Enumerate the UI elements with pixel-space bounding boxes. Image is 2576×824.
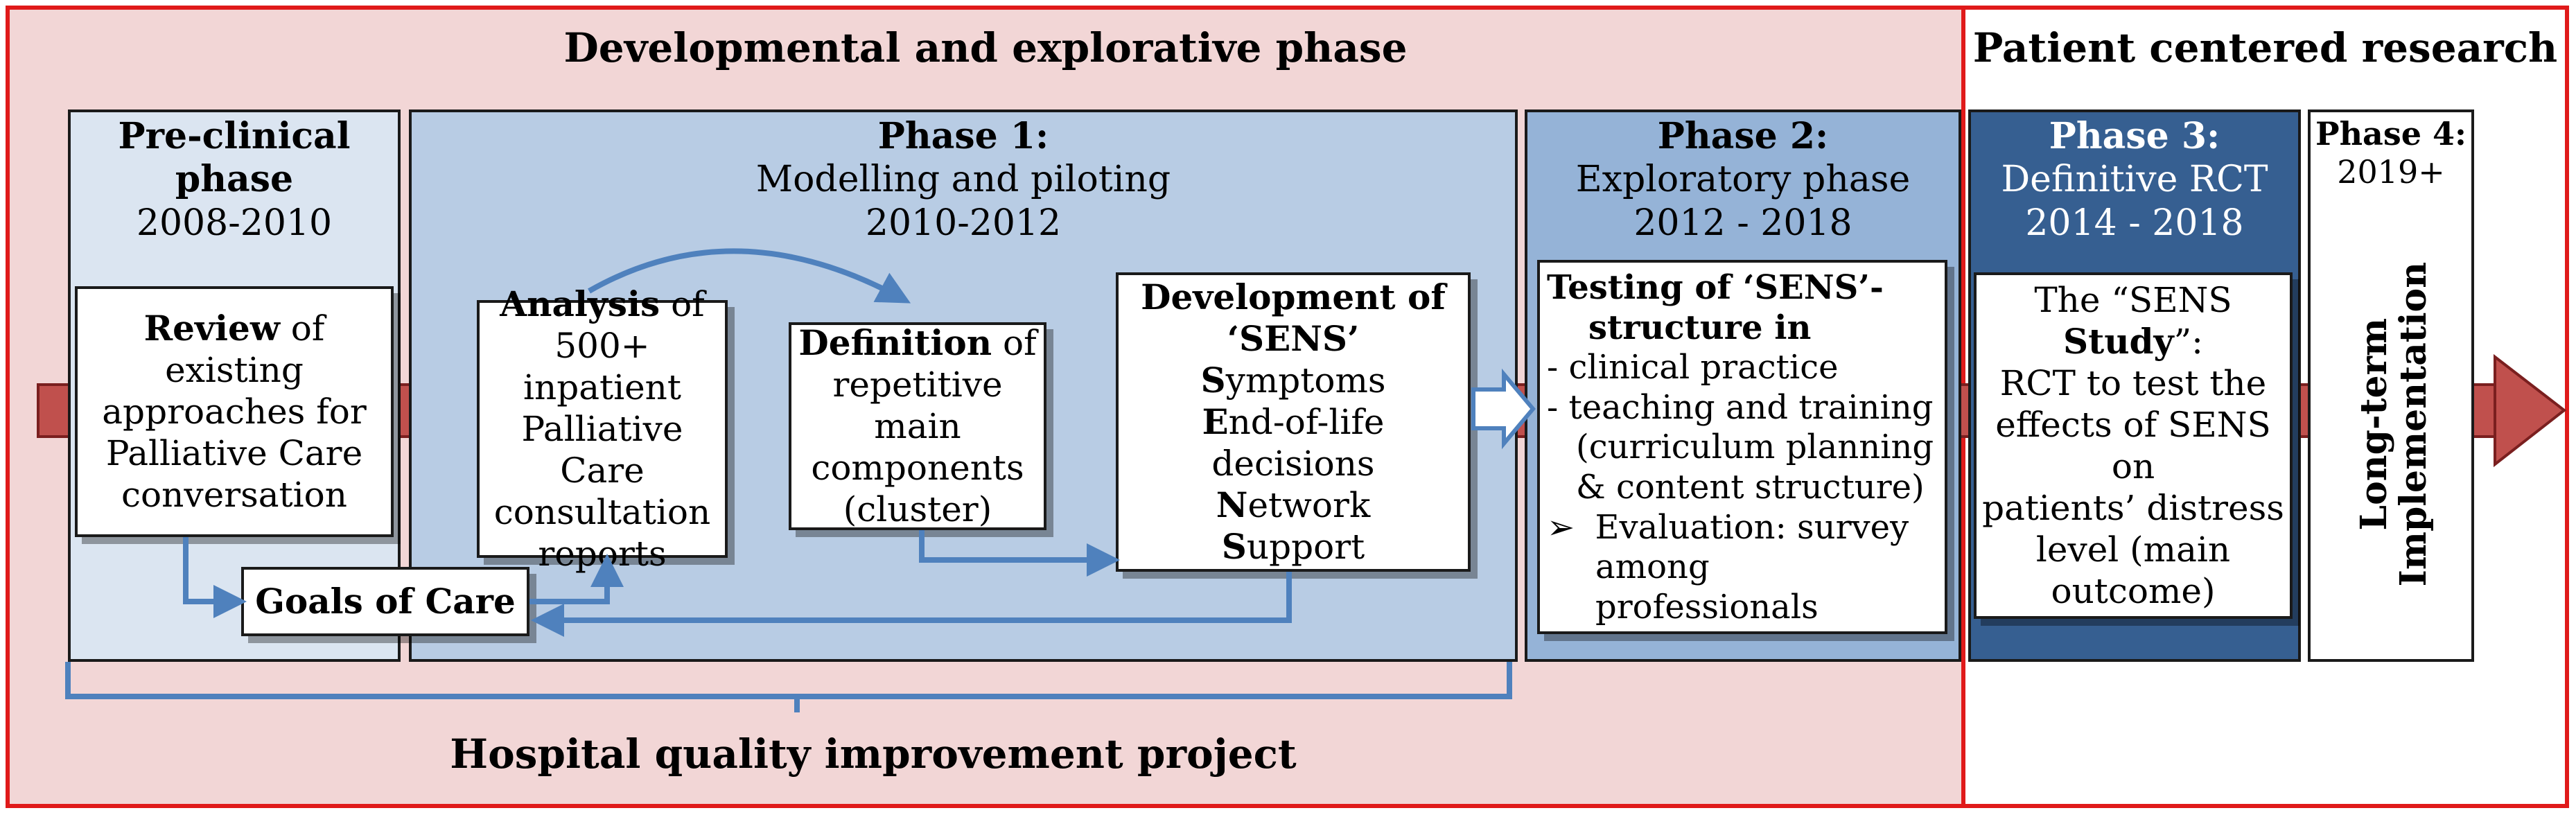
testing-title-1: Testing of ‘SENS’- bbox=[1547, 268, 1884, 307]
analysis-bold: Analysis bbox=[500, 283, 660, 324]
review-bold: Review bbox=[143, 308, 280, 349]
phase2-title: Phase 2: bbox=[1657, 115, 1829, 157]
phase3-years: 2014 - 2018 bbox=[2025, 202, 2244, 244]
dev-title-1: Development of bbox=[1141, 277, 1446, 317]
definition-text-1: of bbox=[992, 323, 1037, 363]
dev-title-2: ‘SENS’ bbox=[1227, 318, 1360, 359]
goals-of-care-box: Goals of Care bbox=[241, 567, 529, 636]
dev-s2-rest: upport bbox=[1246, 527, 1365, 567]
review-text-4: Palliative Care bbox=[105, 433, 363, 473]
preclinical-header: Pre-clinical phase 2008-2010 bbox=[71, 112, 398, 245]
preclinical-title-1: Pre-clinical bbox=[118, 115, 351, 157]
definition-bold: Definition bbox=[798, 322, 992, 363]
phase3-header: Phase 3: Definitive RCT 2014 - 2018 bbox=[1971, 112, 2298, 245]
analysis-text-2: 500+ inpatient bbox=[523, 326, 681, 407]
testing-item-2c: & content structure) bbox=[1576, 467, 1925, 507]
definition-text-2: repetitive main bbox=[832, 365, 1003, 446]
preclinical-years: 2008-2010 bbox=[136, 202, 333, 244]
sens-study-bold: Study bbox=[2063, 321, 2174, 362]
sens-study-6: level (main bbox=[2035, 529, 2231, 570]
sens-study-4: effects of SENS on bbox=[1995, 405, 2271, 486]
testing-bullet: ➢ bbox=[1547, 507, 1575, 547]
sens-study-7: outcome) bbox=[2051, 571, 2216, 611]
review-text-1: of bbox=[279, 308, 325, 349]
testing-item-2: - teaching and training bbox=[1547, 387, 1934, 427]
right-section-title: Patient centered research bbox=[1972, 24, 2558, 71]
testing-item-2b: (curriculum planning bbox=[1576, 428, 1934, 467]
dev-e-letter: E bbox=[1202, 401, 1229, 442]
development-sens-box: Development of ‘SENS’ Symptoms End-of-li… bbox=[1116, 272, 1471, 572]
phase2-header: Phase 2: Exploratory phase 2012 - 2018 bbox=[1527, 112, 1959, 245]
dev-s-letter: S bbox=[1200, 360, 1226, 401]
sens-study-1: The “SENS bbox=[2034, 280, 2232, 320]
footer-title: Hospital quality improvement project bbox=[450, 730, 1297, 778]
phase1-header: Phase 1: Modelling and piloting 2010-201… bbox=[412, 112, 1515, 245]
review-text-3: approaches for bbox=[102, 392, 367, 432]
dev-n-letter: N bbox=[1216, 484, 1248, 525]
sens-study-box: The “SENS Study”: RCT to test the effect… bbox=[1974, 272, 2293, 619]
analysis-text-1: of bbox=[660, 284, 705, 324]
definition-box: Definition of repetitive main components… bbox=[789, 322, 1046, 530]
dev-e-rest: nd-of-life decisions bbox=[1211, 402, 1385, 484]
preclinical-title-2: phase bbox=[175, 158, 294, 201]
review-text-2: existing bbox=[165, 350, 304, 390]
analysis-text-4: consultation bbox=[493, 492, 711, 532]
sens-study-5: patients’ distress bbox=[1982, 488, 2284, 528]
phase1-subtitle: Modelling and piloting bbox=[755, 159, 1171, 201]
dev-s2-letter: S bbox=[1221, 526, 1247, 567]
testing-item-1: - clinical practice bbox=[1547, 348, 1839, 387]
dev-n-rest: etwork bbox=[1247, 485, 1371, 525]
definition-text-3: components bbox=[811, 448, 1024, 488]
phase4-column: Phase 4: 2019+ Long-term Implementation bbox=[2308, 109, 2474, 662]
phase1-years: 2010-2012 bbox=[865, 202, 1062, 244]
phase4-header: Phase 4: 2019+ bbox=[2311, 112, 2471, 191]
phase4-title: Phase 4: bbox=[2315, 115, 2467, 152]
testing-item-3b: among professionals bbox=[1595, 547, 1819, 626]
phase2-years: 2012 - 2018 bbox=[1633, 202, 1852, 244]
definition-text-4: (cluster) bbox=[843, 489, 992, 529]
analysis-box: Analysis of 500+ inpatient Palliative Ca… bbox=[477, 283, 728, 574]
phase3-subtitle: Definitive RCT bbox=[2001, 159, 2268, 201]
phase3-title: Phase 3: bbox=[2049, 115, 2220, 157]
testing-sens-box: Testing of ‘SENS’- structure in - clinic… bbox=[1537, 260, 1947, 634]
phase4-years: 2019+ bbox=[2337, 153, 2445, 191]
review-box: Review of existing approaches for Pallia… bbox=[75, 286, 394, 537]
sens-study-3: RCT to test the bbox=[1999, 363, 2267, 403]
review-text-5: conversation bbox=[121, 475, 347, 515]
dev-s-rest: ymptoms bbox=[1225, 360, 1386, 401]
left-section-title: Developmental and explorative phase bbox=[563, 24, 1408, 71]
testing-item-3: Evaluation: survey bbox=[1595, 507, 1909, 547]
goals-of-care-label: Goals of Care bbox=[255, 581, 516, 622]
phase1-title: Phase 1: bbox=[877, 115, 1049, 157]
testing-title-2: structure in bbox=[1588, 308, 1812, 347]
sens-study-2: ”: bbox=[2173, 322, 2203, 362]
analysis-text-3: Palliative Care bbox=[521, 409, 683, 491]
phase2-subtitle: Exploratory phase bbox=[1575, 159, 1911, 201]
